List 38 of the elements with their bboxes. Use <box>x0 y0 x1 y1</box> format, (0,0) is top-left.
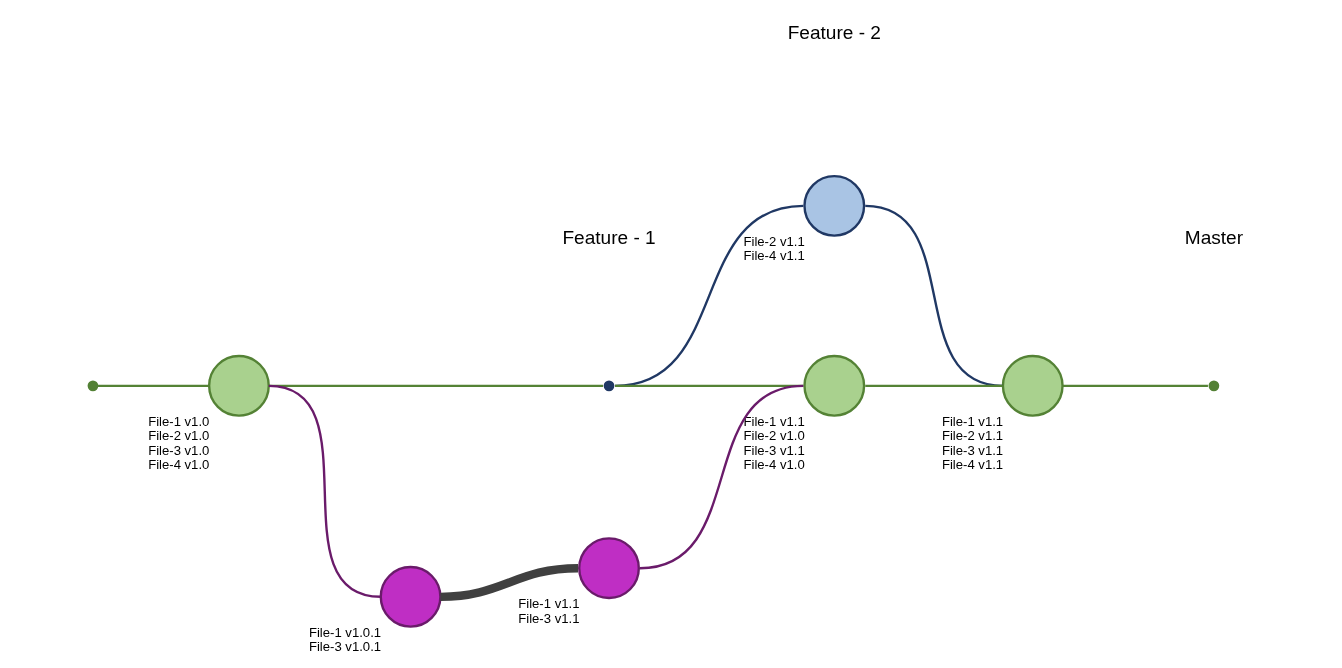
connector <box>865 204 1004 388</box>
node-label: File-3 v1.1 <box>941 442 1004 458</box>
node-label: File-1 v1.1 <box>941 414 1004 430</box>
node-label: File-3 v1.0.1 <box>308 639 382 655</box>
label: Feature - 1 <box>562 226 656 248</box>
node-label: File-2 v1.0 <box>148 428 210 444</box>
node-circle <box>578 537 640 600</box>
node-circle <box>379 565 442 628</box>
node-circle <box>803 354 866 417</box>
node-circle <box>87 380 99 392</box>
node-circle <box>1208 380 1220 392</box>
node-label: File-4 v1.1 <box>743 248 805 264</box>
node-circle <box>1001 354 1064 417</box>
node-label: File-2 v1.1 <box>941 428 1004 444</box>
node-label: File-1 v1.0.1 <box>308 625 382 641</box>
node-label: File-4 v1.1 <box>941 457 1004 473</box>
node-circle <box>803 174 866 237</box>
node-label: File-2 v1.1 <box>743 234 805 250</box>
node-label: File-3 v1.1 <box>518 610 580 626</box>
node-label: File-2 v1.0 <box>743 428 805 444</box>
node-label: File-1 v1.1 <box>743 414 805 430</box>
connector <box>1062 384 1208 388</box>
label: Feature - 2 <box>787 21 881 43</box>
connector <box>268 384 381 598</box>
connector <box>639 384 804 570</box>
connector <box>440 564 579 601</box>
connector <box>865 384 1003 388</box>
node-label: File-3 v1.0 <box>148 442 210 458</box>
node-label: File-4 v1.0 <box>148 457 210 473</box>
node-label: File-1 v1.1 <box>518 596 580 612</box>
node-circle <box>207 354 270 417</box>
node-label: File-3 v1.1 <box>743 442 805 458</box>
connector <box>97 384 210 388</box>
node-label: File-1 v1.0 <box>148 414 210 430</box>
label: Master <box>1184 226 1244 248</box>
connector <box>614 204 804 388</box>
node-label: File-4 v1.0 <box>743 457 805 473</box>
node-circle <box>603 380 615 392</box>
